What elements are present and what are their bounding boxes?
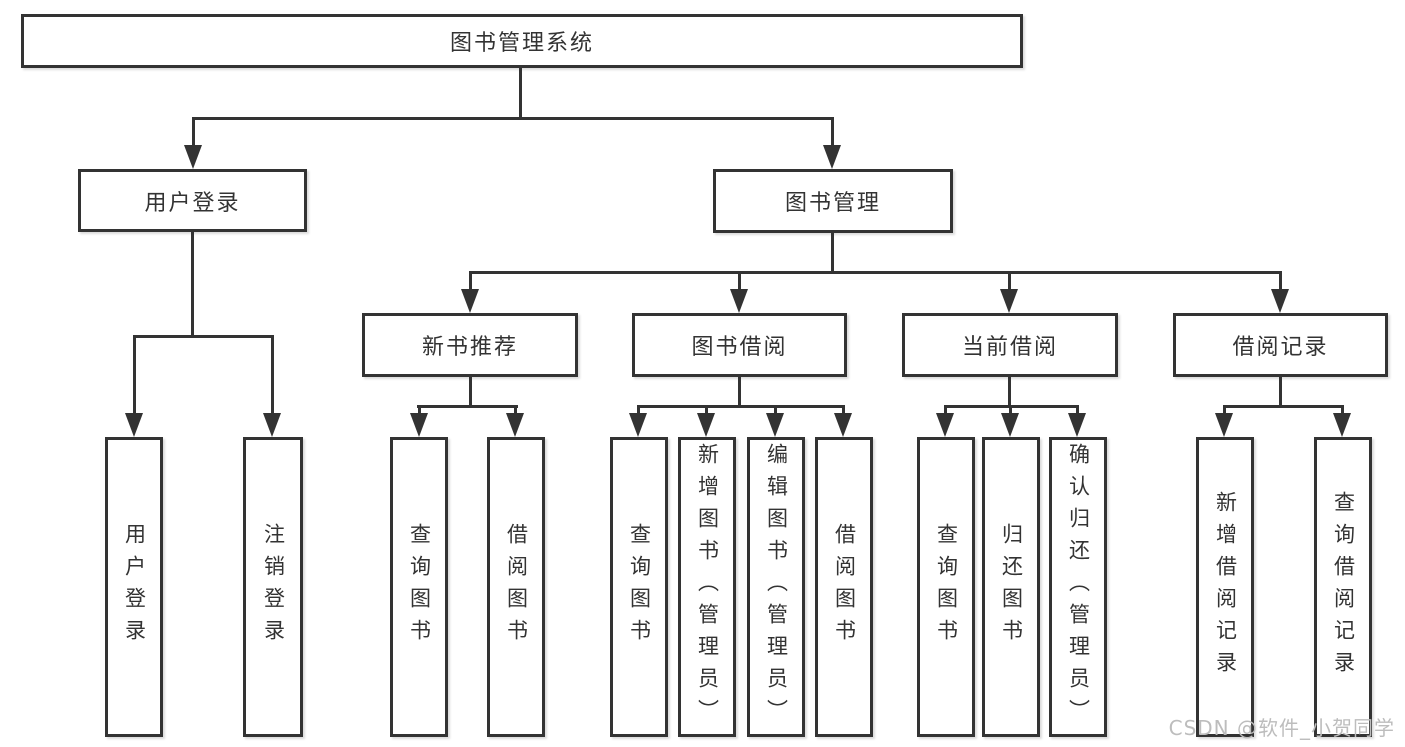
leaf-logout-label: 注销登录 — [261, 523, 286, 651]
arrowhead-down-icon — [730, 289, 748, 313]
connector-line — [774, 405, 777, 417]
leaf-current-query: 查询图书 — [917, 437, 975, 737]
arrowhead-down-icon — [1215, 413, 1233, 437]
csdn-watermark: CSDN @软件_小贺同学 — [1168, 716, 1395, 740]
leaf-current-confirm-label: 确认归还（管理员） — [1066, 443, 1091, 731]
connector-line — [738, 374, 741, 407]
connector-line — [192, 117, 195, 149]
node-book-borrowing-label: 图书借阅 — [691, 335, 788, 360]
connector-line — [831, 117, 834, 149]
connector-line — [271, 335, 274, 415]
leaf-borrow-edit: 编辑图书（管理员） — [747, 437, 805, 737]
leaf-newbook-borrow: 借阅图书 — [487, 437, 545, 737]
leaf-record-add-label: 新增借阅记录 — [1213, 491, 1238, 683]
connector-line — [192, 117, 834, 120]
node-borrowing-records: 借阅记录 — [1173, 313, 1388, 377]
leaf-current-return: 归还图书 — [982, 437, 1040, 737]
arrowhead-down-icon — [1271, 289, 1289, 313]
connector-line — [133, 335, 274, 338]
connector-line — [191, 231, 194, 337]
connector-line — [418, 405, 421, 417]
arrowhead-down-icon — [184, 145, 202, 169]
leaf-user-login: 用户登录 — [105, 437, 163, 737]
connector-line — [1009, 405, 1012, 417]
leaf-borrow-borrow-label: 借阅图书 — [832, 523, 857, 651]
arrowhead-down-icon — [834, 413, 852, 437]
node-user-login-label: 用户登录 — [144, 190, 241, 216]
leaf-borrow-add: 新增图书（管理员） — [678, 437, 736, 737]
arrowhead-down-icon — [125, 413, 143, 437]
leaf-current-confirm: 确认归还（管理员） — [1049, 437, 1107, 737]
node-book-borrowing: 图书借阅 — [632, 313, 847, 377]
connector-line — [417, 405, 518, 408]
connector-line — [842, 405, 845, 417]
leaf-record-add: 新增借阅记录 — [1196, 437, 1254, 737]
leaf-borrow-add-label: 新增图书（管理员） — [695, 443, 720, 731]
node-book-management-label: 图书管理 — [784, 191, 881, 216]
connector-line — [637, 405, 845, 408]
connector-line — [1223, 405, 1226, 417]
connector-line — [944, 405, 947, 417]
leaf-record-query-label: 查询借阅记录 — [1331, 491, 1356, 683]
leaf-borrow-query: 查询图书 — [610, 437, 668, 737]
node-new-book-recommend: 新书推荐 — [362, 313, 578, 377]
connector-line — [469, 271, 472, 291]
node-root: 图书管理系统 — [21, 14, 1023, 68]
arrowhead-down-icon — [936, 413, 954, 437]
connector-line — [831, 232, 834, 273]
arrowhead-down-icon — [1333, 413, 1351, 437]
leaf-newbook-query: 查询图书 — [390, 437, 448, 737]
connector-line — [1223, 405, 1344, 408]
arrowhead-down-icon — [461, 289, 479, 313]
connector-line — [1076, 405, 1079, 417]
connector-line — [705, 405, 708, 417]
leaf-borrow-query-label: 查询图书 — [627, 523, 652, 651]
leaf-borrow-borrow: 借阅图书 — [815, 437, 873, 737]
leaf-current-query-label: 查询图书 — [934, 523, 959, 651]
connector-line — [1008, 374, 1011, 407]
leaf-borrow-edit-label: 编辑图书（管理员） — [764, 443, 789, 731]
arrowhead-down-icon — [263, 413, 281, 437]
arrowhead-down-icon — [410, 413, 428, 437]
connector-line — [514, 405, 517, 417]
node-root-label: 图书管理系统 — [449, 31, 594, 56]
arrowhead-down-icon — [1001, 413, 1019, 437]
leaf-newbook-query-label: 查询图书 — [407, 523, 432, 651]
arrowhead-down-icon — [823, 145, 841, 169]
connector-line — [519, 68, 522, 119]
arrowhead-down-icon — [506, 413, 524, 437]
connector-line — [1279, 271, 1282, 291]
node-borrowing-records-label: 借阅记录 — [1232, 335, 1329, 360]
leaf-logout: 注销登录 — [243, 437, 303, 737]
node-current-borrowing-label: 当前借阅 — [961, 335, 1058, 360]
arrowhead-down-icon — [697, 413, 715, 437]
node-book-management: 图书管理 — [713, 169, 953, 233]
arrowhead-down-icon — [766, 413, 784, 437]
connector-line — [738, 271, 741, 291]
leaf-user-login-label: 用户登录 — [122, 523, 147, 651]
leaf-current-return-label: 归还图书 — [999, 523, 1024, 651]
leaf-record-query: 查询借阅记录 — [1314, 437, 1372, 737]
arrowhead-down-icon — [1068, 413, 1086, 437]
connector-line — [1008, 271, 1011, 291]
arrowhead-down-icon — [629, 413, 647, 437]
connector-line — [1279, 374, 1282, 407]
arrowhead-down-icon — [1000, 289, 1018, 313]
node-user-login: 用户登录 — [78, 169, 307, 232]
node-new-book-recommend-label: 新书推荐 — [421, 335, 518, 360]
connector-line — [469, 374, 472, 407]
connector-line — [133, 335, 136, 415]
connector-line — [469, 271, 1282, 274]
connector-line — [637, 405, 640, 417]
node-current-borrowing: 当前借阅 — [902, 313, 1118, 377]
leaf-newbook-borrow-label: 借阅图书 — [504, 523, 529, 651]
connector-line — [1341, 405, 1344, 417]
